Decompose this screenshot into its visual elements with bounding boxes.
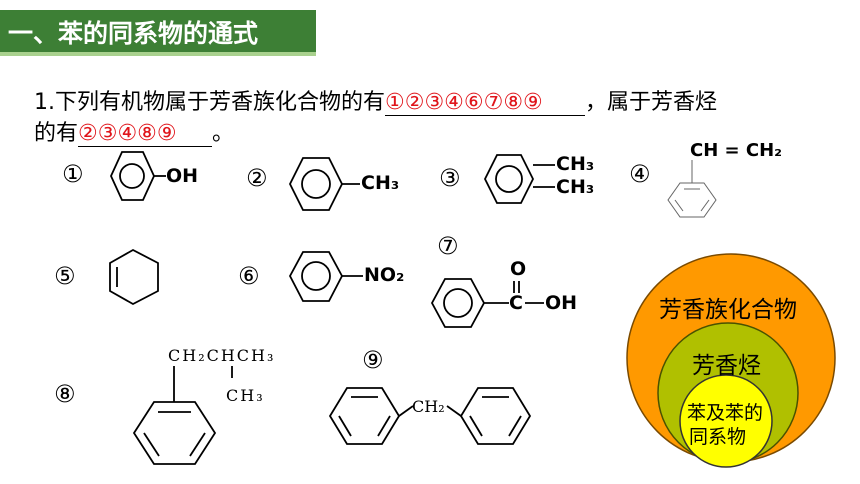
label-oh-7: OH — [545, 292, 578, 314]
compound-number-6: ⑥ — [238, 262, 260, 290]
question-text-4: 。 — [212, 121, 235, 146]
venn-label-middle: 芳香烃 — [692, 353, 761, 379]
label-ch3-3b: CH₃ — [556, 176, 595, 198]
label-no2-6: NO₂ — [364, 264, 405, 286]
label-ch3-2: CH₃ — [361, 172, 400, 194]
question-text-3: 的有 — [34, 121, 79, 146]
label-ch2-9: CH₂ — [412, 397, 445, 416]
benzene-ring-9a — [328, 387, 401, 445]
compound-number-9: ⑨ — [362, 346, 384, 374]
cyclohexene-ring — [109, 248, 159, 306]
compound-number-1: ① — [62, 160, 84, 188]
venn-inner-circle — [679, 374, 773, 468]
compound-number-2: ② — [246, 164, 268, 192]
venn-label-outer: 芳香族化合物 — [659, 297, 797, 323]
benzene-ring-9b — [459, 387, 532, 445]
question-text-1: 1.下列有机物属于芳香族化合物的有 — [34, 90, 385, 115]
benzene-ring-8 — [132, 401, 217, 465]
label-ch3-3a: CH₃ — [556, 153, 595, 175]
label-vinyl-4: CH = CH₂ — [690, 140, 783, 161]
question-text-2: ，属于芳香烃 — [585, 90, 718, 115]
compound-number-8: ⑧ — [54, 380, 76, 408]
benzene-ring-1 — [110, 151, 155, 201]
question-line-1: 1.下列有机物属于芳香族化合物的有①②③④⑥⑦⑧⑨，属于芳香烃 — [34, 84, 717, 116]
compound-number-3: ③ — [439, 164, 461, 192]
label-chain-8: CH₂CHCH₃ — [168, 346, 276, 365]
benzene-ring-3 — [483, 154, 535, 204]
benzene-ring-4 — [667, 182, 717, 218]
compound-number-4: ④ — [629, 160, 651, 188]
label-oh-1: OH — [166, 165, 199, 187]
benzene-ring-6 — [288, 251, 344, 302]
benzene-ring-2 — [288, 157, 344, 211]
benzene-ring-7 — [430, 278, 486, 328]
venn-label-inner-1: 苯及苯的 — [687, 402, 764, 424]
label-c-7: C — [509, 292, 523, 314]
section-title: 一、苯的同系物的通式 — [8, 19, 259, 48]
answer-aromatic: ①②③④⑥⑦⑧⑨ — [385, 90, 585, 116]
question-line-2: 的有②③④⑧⑨。 — [34, 115, 234, 147]
compound-number-5: ⑤ — [54, 262, 76, 290]
section-title-banner: 一、苯的同系物的通式 — [0, 10, 316, 56]
answer-hydrocarbon: ②③④⑧⑨ — [78, 121, 213, 147]
compound-number-7: ⑦ — [437, 232, 459, 260]
label-ch3-8: CH₃ — [226, 386, 265, 405]
venn-label-inner-2: 同系物 — [689, 426, 747, 448]
label-o-7: O — [510, 258, 527, 280]
